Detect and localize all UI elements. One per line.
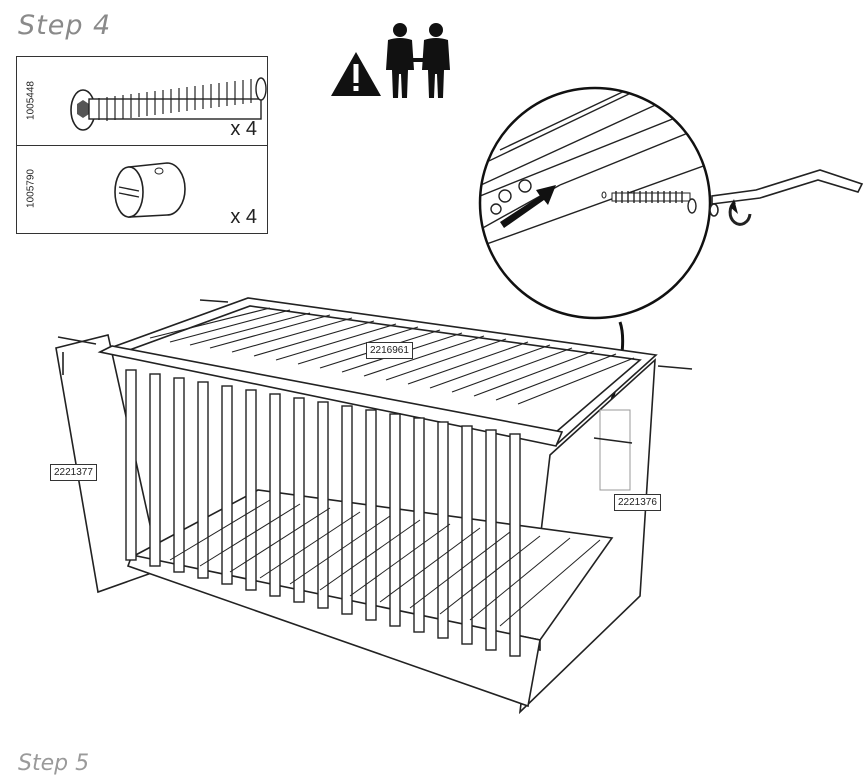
allen-key-icon	[709, 169, 864, 226]
part-row-barrel-nut: 1005790 x 4	[17, 145, 267, 233]
two-person-icon	[386, 23, 450, 98]
barrel-nut-icon	[114, 162, 186, 218]
label-left-panel: 2221377	[50, 464, 97, 481]
label-top-rail: 2216961	[366, 342, 413, 359]
warning-icon	[331, 52, 381, 96]
screw-markers	[57, 299, 693, 444]
part-qty: x 4	[230, 118, 257, 140]
crib-base-slats	[169, 499, 601, 627]
part-row-bolt: 1005448 x 4	[17, 57, 267, 146]
step-title: Step 4	[18, 10, 112, 41]
crib-front-bars	[125, 369, 521, 657]
crib-top-slats	[149, 307, 635, 405]
crib-frame	[55, 297, 658, 715]
hex-bolt-icon	[70, 77, 267, 131]
detail-zoom-circle	[478, 86, 712, 401]
next-step-title: Step 5	[18, 751, 90, 776]
label-right-panel: 2221376	[614, 494, 661, 511]
parts-list: 1005448 x 4 1005790	[16, 56, 268, 234]
part-qty: x 4	[230, 206, 257, 228]
